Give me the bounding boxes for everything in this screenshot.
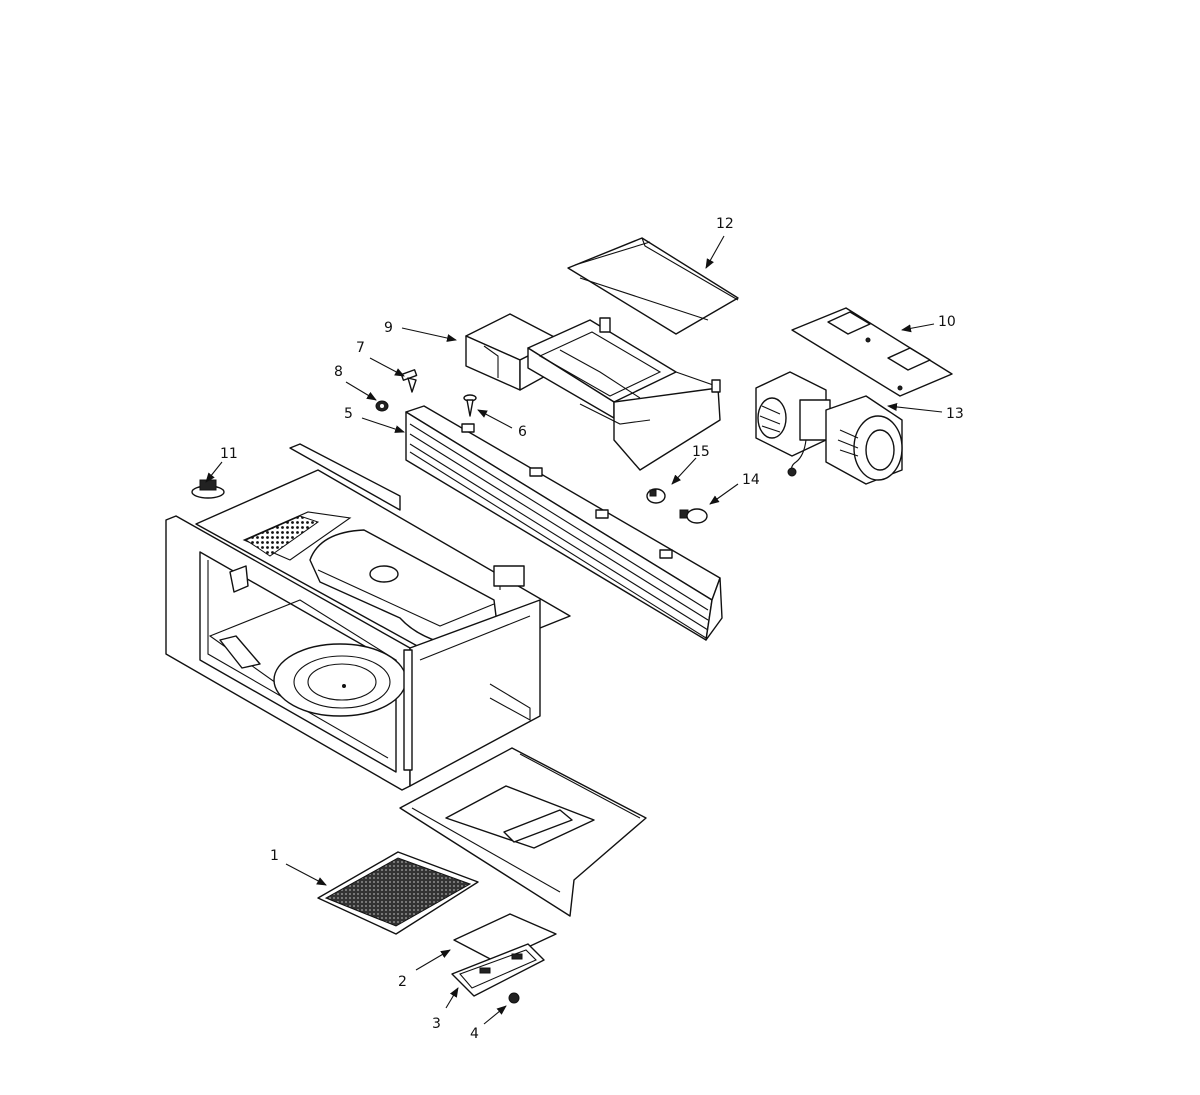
- callout-12: 12: [716, 216, 734, 232]
- part-15-bulb-socket: [646, 488, 666, 504]
- callout-9: 9: [384, 320, 393, 336]
- part-11-foot: [191, 479, 225, 499]
- part-9-duct-housing: [465, 313, 721, 471]
- part-1-grease-filter: [317, 851, 479, 935]
- callout-14: 14: [742, 472, 760, 488]
- callout-labels: 1 2 3 4 5 6 7 8 9 10 11 12 13 14 15: [220, 216, 964, 1042]
- callout-1: 1: [270, 848, 279, 864]
- callout-15: 15: [692, 444, 710, 460]
- part-14-bulb: [679, 508, 708, 524]
- part-7-screw: [400, 369, 418, 393]
- part-12-top-cover: [567, 237, 739, 335]
- callout-2: 2: [398, 974, 407, 990]
- part-4-screw: [508, 992, 520, 1004]
- callout-13: 13: [946, 406, 964, 422]
- part-6-screw: [463, 394, 477, 417]
- part-5-vent-grille: [405, 405, 723, 641]
- bottom-plate: [399, 747, 647, 917]
- callout-11: 11: [220, 446, 238, 462]
- callout-leaders: [205, 235, 943, 1025]
- part-8-nut: [375, 400, 389, 412]
- callout-3: 3: [432, 1016, 441, 1032]
- part-2-panel: [453, 913, 557, 963]
- part-3-light-cover: [451, 943, 545, 997]
- callout-10: 10: [938, 314, 956, 330]
- callout-8: 8: [334, 364, 343, 380]
- callout-5: 5: [344, 406, 353, 422]
- callout-6: 6: [518, 424, 527, 440]
- part-10-mounting-plate: [791, 307, 953, 397]
- callout-4: 4: [470, 1026, 479, 1042]
- part-13-blower-motor: [755, 371, 903, 485]
- oven-cavity-chassis: [165, 443, 571, 791]
- callout-7: 7: [356, 340, 365, 356]
